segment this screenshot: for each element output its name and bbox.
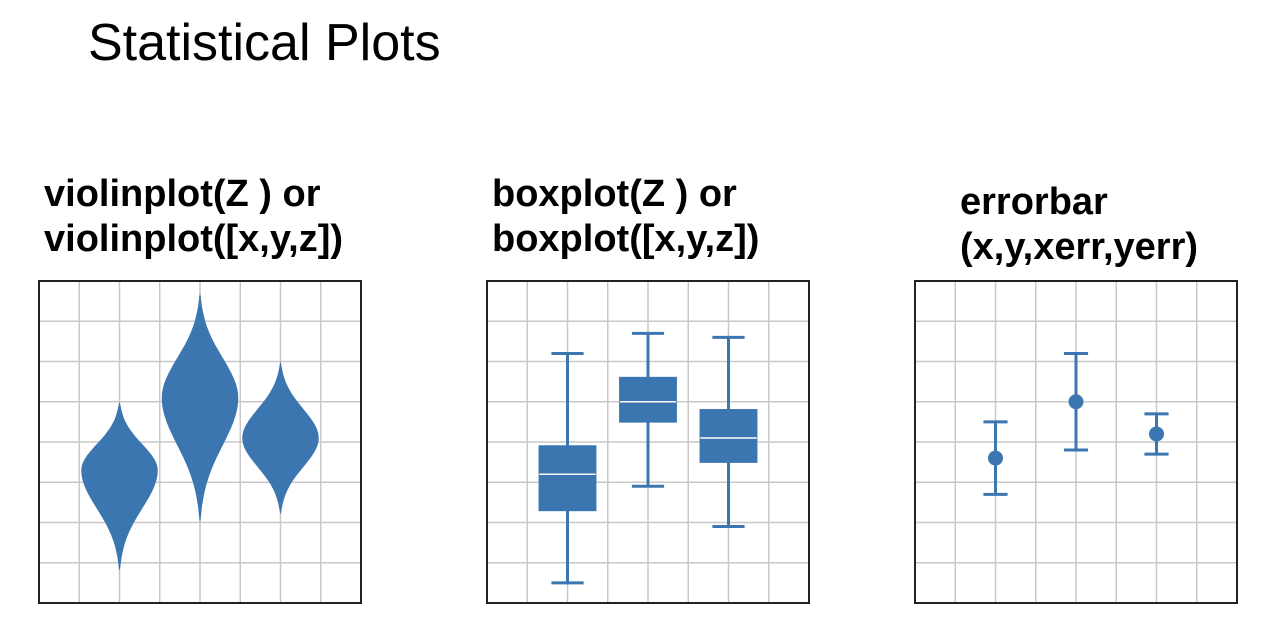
errorbar-plot [914,280,1238,604]
box-1-body [538,445,597,512]
box-plot [486,280,810,604]
violin-label-line-2: violinplot([x,y,z]) [44,218,344,260]
slide-title: Statistical Plots [88,14,441,72]
errorbar-point-3-marker [1149,426,1164,442]
errorbar-panel-label: errorbar (x,y,xerr,yerr) [960,180,1198,270]
box-2-body [619,376,677,423]
violin-plot [38,280,362,604]
errorbar-point-1-marker [988,450,1003,466]
errorbar-point-2-marker [1068,394,1084,410]
errorbar-label-line-1: errorbar [960,181,1108,223]
violin-1 [81,401,158,571]
violin-label-line-1: violinplot(Z ) or [44,173,321,215]
box-3-body [699,409,758,463]
violin-3 [242,361,319,515]
errorbar-frame [914,280,1238,604]
violin-frame [38,280,362,604]
box-frame [486,280,810,604]
violin-2 [161,293,239,523]
box-panel-label: boxplot(Z ) or boxplot([x,y,z]) [492,172,759,262]
box-label-line-1: boxplot(Z ) or [492,173,737,215]
box-label-line-2: boxplot([x,y,z]) [492,218,760,260]
errorbar-label-line-2: (x,y,xerr,yerr) [960,226,1199,268]
violin-panel-label: violinplot(Z ) or violinplot([x,y,z]) [44,172,343,262]
